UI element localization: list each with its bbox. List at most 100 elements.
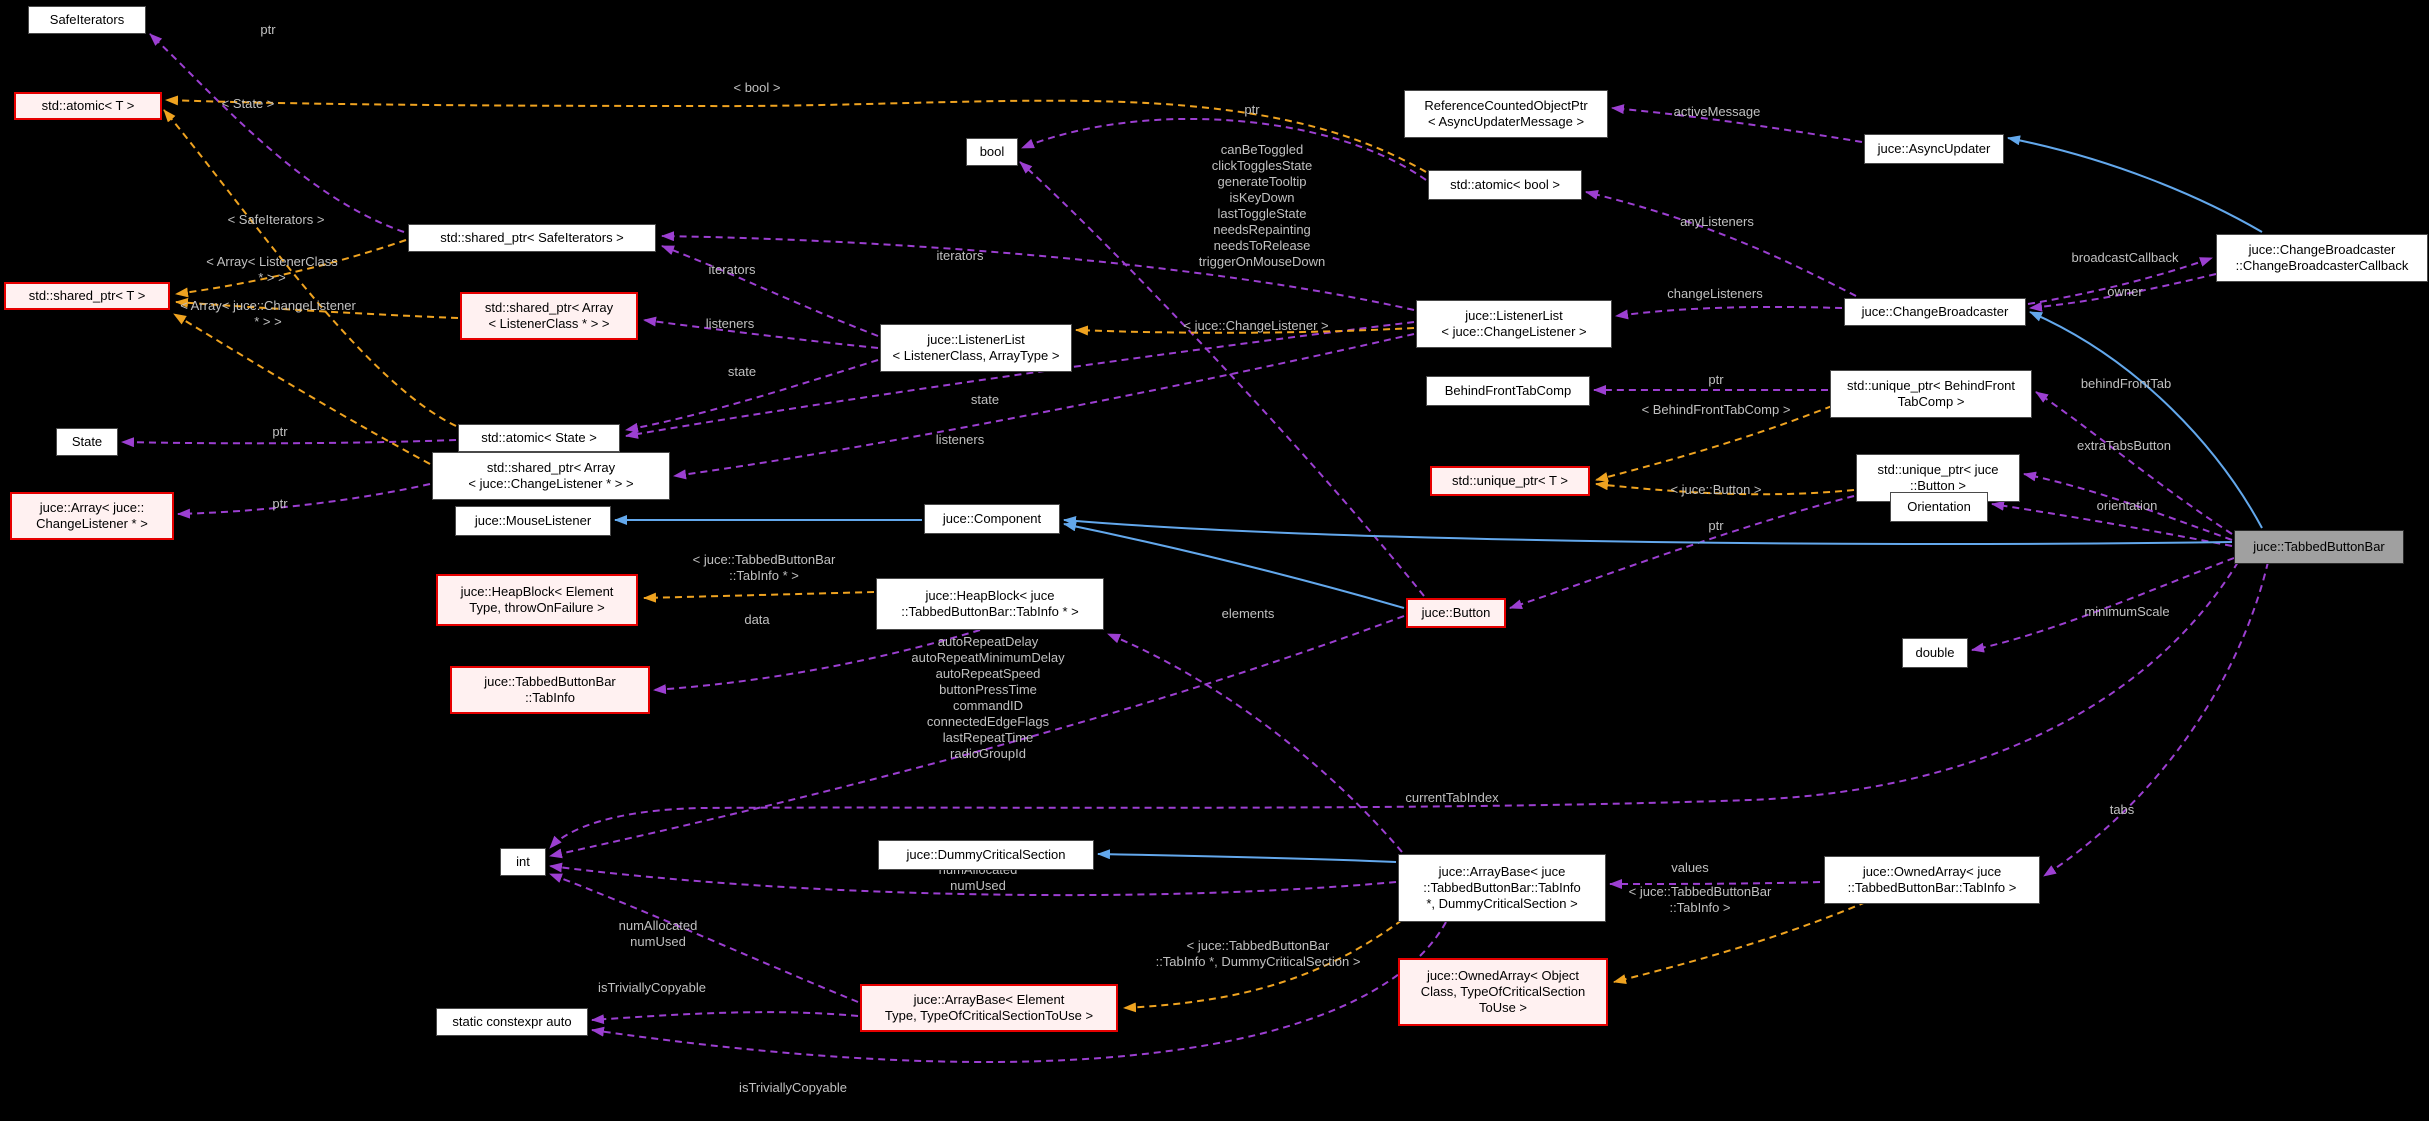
lbl-ptr-state: ptr	[272, 424, 287, 440]
edge-e-listeners-template	[643, 316, 879, 349]
node-juce-heapblock-instance-line: juce::HeapBlock< juce	[925, 588, 1055, 603]
node-unique-ptr-behindfronttabcomp-line: std::unique_ptr< BehindFront	[1846, 378, 2016, 393]
lbl-tmpl-behindfronttabcomp-line: < BehindFrontTabComp >	[1641, 402, 1791, 417]
node-juce-arraybase-instance-line: *, DummyCriticalSection >	[1426, 896, 1578, 911]
lbl-tmpl-juce-button-line: < juce::Button >	[1670, 482, 1762, 497]
node-changebroadcastercallback[interactable]: juce::ChangeBroadcaster::ChangeBroadcast…	[2216, 234, 2428, 282]
node-juce-arraybase-instance-line: ::TabbedButtonBar::TabInfo	[1423, 880, 1581, 895]
edge-t-ownedarray-tabinfo	[1613, 901, 1867, 984]
node-juce-asyncupdater-line: juce::AsyncUpdater	[1877, 141, 1991, 156]
node-std-shared-ptr-t-line: std::shared_ptr< T >	[28, 288, 146, 303]
lbl-active-message-line: activeMessage	[1673, 104, 1761, 119]
node-state: State	[56, 428, 118, 456]
lbl-tmpl-array-changelistener-line: * > >	[254, 314, 282, 329]
edge-t-juce-button	[1595, 480, 1855, 496]
edge-e-active-message	[1611, 104, 1863, 143]
lbl-tmpl-ownedarray-tabinfo-line: ::TabInfo >	[1669, 900, 1731, 915]
node-juce-listenerlist-instance[interactable]: juce::ListenerList< juce::ChangeListener…	[1416, 300, 1612, 348]
edge-i-changebroadcaster	[2029, 311, 2263, 529]
lbl-ptr-button-line: ptr	[1708, 518, 1724, 533]
lbl-extra-tabs-button-line: extraTabsButton	[2077, 438, 2171, 453]
edge-e-elements	[1107, 633, 1403, 853]
node-juce-listenerlist-template-line: < ListenerClass, ArrayType >	[892, 348, 1060, 363]
lbl-is-trivially-copyable-template-line: isTriviallyCopyable	[598, 980, 706, 995]
lbl-tmpl-behindfronttabcomp: < BehindFrontTabComp >	[1642, 402, 1791, 418]
lbl-data: data	[744, 612, 769, 628]
lbl-ptr-behindfronttab-line: ptr	[1708, 372, 1724, 387]
edge-t-array-changelistener	[173, 313, 431, 465]
edge-i-component-tabbedbuttonbar	[1063, 516, 2233, 545]
node-juce-changebroadcaster[interactable]: juce::ChangeBroadcaster	[1844, 298, 2026, 326]
node-juce-ownedarray-template-line: ToUse >	[1478, 1000, 1528, 1015]
node-juce-heapblock-instance[interactable]: juce::HeapBlock< juce::TabbedButtonBar::…	[876, 578, 1104, 630]
lbl-num-allocated-template-line: numAllocated	[618, 918, 698, 933]
node-orientation-type: Orientation	[1890, 492, 1988, 522]
edge-e-iterators-template	[661, 245, 879, 337]
lbl-tmpl-ownedarray-tabinfo-line: < juce::TabbedButtonBar	[1628, 884, 1772, 899]
edge-e-broadcast-callback	[2027, 257, 2213, 305]
lbl-current-tab-index: currentTabIndex	[1405, 790, 1498, 806]
lbl-ptr-safeiterators-line: ptr	[260, 22, 276, 37]
node-juce-heapblock-instance-line: ::TabbedButtonBar::TabInfo * >	[901, 604, 1079, 619]
lbl-tmpl-state: < State >	[222, 96, 275, 112]
lbl-active-message: activeMessage	[1674, 104, 1761, 120]
lbl-ptr-behindfronttab: ptr	[1708, 372, 1723, 388]
lbl-button-bool-members-line: clickTogglesState	[1211, 158, 1313, 173]
lbl-listeners-instance-line: listeners	[935, 432, 985, 447]
lbl-tmpl-array-changelistener-line: < Array< juce::ChangeListener	[180, 298, 356, 313]
node-static-constexpr-auto-line: static constexpr auto	[452, 1014, 572, 1029]
edge-e-ptr-button	[1509, 495, 1855, 609]
node-shared-ptr-array-changelistener-line: < juce::ChangeListener * > >	[468, 476, 634, 491]
node-shared-ptr-safeiterators-line: std::shared_ptr< SafeIterators >	[440, 230, 624, 245]
lbl-elements-line: elements	[1221, 606, 1275, 621]
node-juce-dummycriticalsection[interactable]: juce::DummyCriticalSection	[878, 840, 1094, 870]
node-juce-tabbedbuttonbar: juce::TabbedButtonBar	[2234, 530, 2404, 564]
node-std-atomic-t-line: std::atomic< T >	[41, 98, 135, 113]
lbl-tmpl-bool-line: < bool >	[733, 80, 781, 95]
node-juce-ownedarray-instance[interactable]: juce::OwnedArray< juce::TabbedButtonBar:…	[1824, 856, 2040, 904]
lbl-state-template: state	[728, 364, 756, 380]
node-juce-ownedarray-instance-line: juce::OwnedArray< juce	[1862, 864, 2002, 879]
node-juce-arraybase-instance[interactable]: juce::ArrayBase< juce::TabbedButtonBar::…	[1398, 854, 1606, 922]
lbl-iterators-template: iterators	[709, 262, 756, 278]
lbl-tmpl-safeiterators: < SafeIterators >	[228, 212, 325, 228]
node-juce-mouselistener[interactable]: juce::MouseListener	[455, 506, 611, 536]
lbl-button-int-members-line: radioGroupId	[950, 746, 1026, 761]
node-shared-ptr-array-changelistener: std::shared_ptr< Array< juce::ChangeList…	[432, 452, 670, 500]
edge-t-state	[163, 109, 457, 427]
node-juce-component[interactable]: juce::Component	[924, 504, 1060, 534]
node-juce-listenerlist-template[interactable]: juce::ListenerList< ListenerClass, Array…	[880, 324, 1072, 372]
node-changebroadcastercallback-line: ::ChangeBroadcasterCallback	[2235, 258, 2409, 273]
lbl-change-listeners-line: changeListeners	[1667, 286, 1763, 301]
edge-e-state-instance	[625, 321, 1415, 439]
edge-e-owner	[2029, 273, 2217, 312]
lbl-tmpl-arraybase-tabinfo-line: ::TabInfo *, DummyCriticalSection >	[1155, 954, 1361, 969]
edge-e-extra-tabs-button	[2023, 471, 2233, 541]
lbl-is-trivially-copyable-instance: isTriviallyCopyable	[739, 1080, 847, 1096]
lbl-button-bool-members-line: needsToRelease	[1213, 238, 1311, 253]
lbl-extra-tabs-button: extraTabsButton	[2077, 438, 2171, 454]
node-unique-ptr-button: std::unique_ptr< juce::Button >	[1856, 454, 2020, 502]
edge-e-num-allocated-instance	[549, 862, 1397, 897]
lbl-tmpl-array-listenerclass: < Array< ListenerClass* > >	[206, 254, 338, 286]
edge-e-ptr-safeiterators	[149, 33, 405, 233]
lbl-ptr-safeiterators: ptr	[260, 22, 275, 38]
lbl-listeners-template-line: listeners	[705, 316, 755, 331]
lbl-behind-front-tab-line: behindFrontTab	[2080, 376, 2172, 391]
lbl-state-template-line: state	[727, 364, 757, 379]
node-shared-ptr-array-listenerclass: std::shared_ptr< Array< ListenerClass * …	[460, 292, 638, 340]
lbl-broadcast-callback: broadcastCallback	[2072, 250, 2179, 266]
edge-t-bool	[165, 95, 1427, 173]
node-unique-ptr-button-line: ::Button >	[1909, 478, 1966, 493]
lbl-broadcast-callback-line: broadcastCallback	[2071, 250, 2179, 265]
node-juce-asyncupdater[interactable]: juce::AsyncUpdater	[1864, 134, 2004, 164]
edge-e-state-template	[625, 359, 879, 433]
node-double-type-line: double	[1915, 645, 1955, 660]
node-safe-iterators: SafeIterators	[28, 6, 146, 34]
lbl-tmpl-bool: < bool >	[734, 80, 781, 96]
lbl-change-listeners: changeListeners	[1667, 286, 1762, 302]
